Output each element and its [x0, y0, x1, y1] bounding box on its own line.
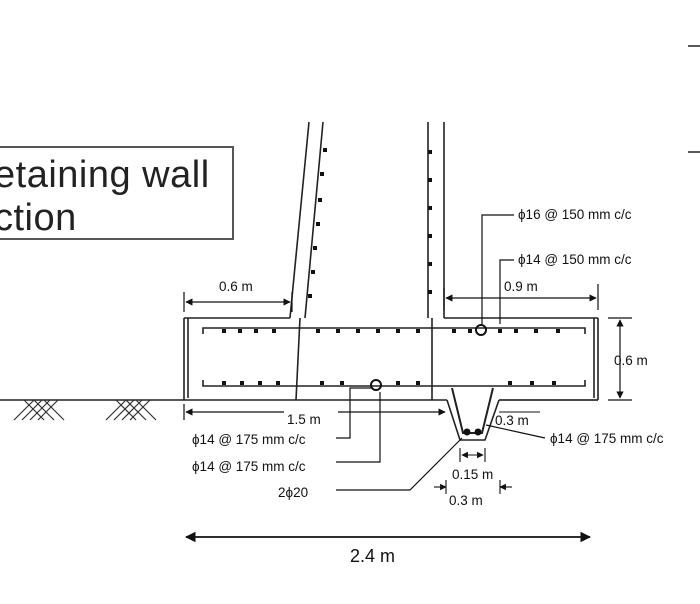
label-toe-length: 1.5 m	[287, 412, 321, 427]
ground-hatch-left	[13, 399, 65, 421]
label-base-thickness: 0.6 m	[614, 353, 648, 368]
base-bars	[202, 317, 586, 401]
label-key-stirrup: ϕ14 @ 175 mm c/c	[550, 431, 664, 446]
label-toe-width: 0.6 m	[219, 279, 253, 294]
title-line-1: etaining wall	[0, 154, 210, 196]
label-heel-top: ϕ14 @ 150 mm c/c	[518, 252, 632, 267]
label-total-width: 2.4 m	[350, 546, 396, 566]
shear-key	[446, 399, 500, 441]
key-bar-right	[474, 428, 482, 436]
dim-heel-width	[443, 284, 599, 310]
toe-bottom-bar	[370, 379, 382, 391]
label-key-top: 0.3 m	[449, 493, 483, 508]
label-heel-width: 0.9 m	[504, 279, 538, 294]
dim-toe-length	[183, 404, 446, 420]
dim-key-top	[434, 480, 512, 494]
key-stirrup	[451, 387, 494, 434]
label-key-bottom: 0.15 m	[452, 467, 494, 482]
stem-bars	[308, 148, 432, 298]
label-key-offset: 0.3 m	[495, 413, 529, 428]
label-toe-bottom-2: ϕ14 @ 175 mm c/c	[192, 459, 306, 474]
key-bar-left	[463, 428, 471, 436]
heel-top-bar	[475, 324, 487, 336]
title-line-2: ction	[0, 197, 77, 239]
title-box: etaining wall ction	[0, 146, 234, 240]
label-toe-bottom-1: ϕ14 @ 175 mm c/c	[192, 432, 306, 447]
top-layer-dots	[222, 329, 560, 333]
ground-hatch-right	[105, 399, 157, 421]
leader-lines	[336, 214, 546, 491]
dim-toe-width	[183, 292, 293, 312]
stem-outline	[289, 121, 445, 319]
label-stem-main: ϕ16 @ 150 mm c/c	[518, 207, 632, 222]
dim-base-thickness	[608, 317, 632, 401]
bottom-layer-dots	[222, 381, 556, 385]
dim-key-bottom	[459, 448, 486, 462]
label-key-bars: 2ϕ20	[278, 485, 309, 500]
